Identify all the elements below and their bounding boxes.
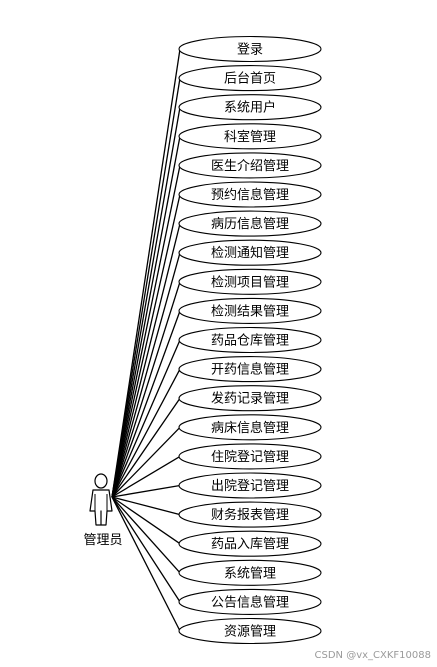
use-case: 发药记录管理 [178, 385, 322, 412]
association-line [111, 136, 181, 498]
actor-figure: 管理员 [83, 473, 123, 548]
use-case: 检测结果管理 [178, 297, 322, 324]
actor-label: 管理员 [83, 533, 122, 548]
association-line [111, 165, 181, 498]
use-case: 药品入库管理 [178, 530, 322, 557]
use-case-ellipse [178, 588, 322, 615]
association-line [111, 281, 181, 498]
use-case-label: 公告信息管理 [211, 594, 289, 610]
use-case-label: 医生介绍管理 [211, 159, 289, 174]
use-case: 资源管理 [178, 617, 322, 645]
use-case-ellipse [178, 559, 322, 586]
association-line [111, 107, 181, 498]
use-case-ellipse [178, 181, 322, 208]
use-case: 检测通知管理 [178, 239, 322, 266]
use-case-label: 财务报表管理 [211, 507, 289, 523]
use-case-label: 后台首页 [224, 72, 276, 87]
use-case: 病床信息管理 [178, 414, 322, 441]
use-case-ellipse [178, 356, 322, 383]
use-case-label: 药品仓库管理 [211, 333, 289, 349]
association-line [111, 223, 181, 498]
use-case-ellipse [178, 530, 322, 557]
use-case-ellipse [178, 326, 322, 354]
association-line [111, 496, 181, 603]
association-line [111, 496, 181, 545]
use-case-ellipse [178, 385, 322, 412]
use-case-ellipse [178, 268, 322, 295]
association-line [111, 368, 181, 498]
association-line [111, 484, 181, 498]
use-case: 开药信息管理 [178, 356, 322, 383]
use-case-label: 系统用户 [224, 100, 276, 116]
use-case-ellipse [178, 617, 322, 645]
use-case-ellipse [178, 297, 322, 324]
use-case: 后台首页 [178, 65, 322, 92]
association-line [111, 339, 181, 498]
association-line [111, 48, 181, 498]
use-case-label: 资源管理 [224, 625, 276, 640]
use-case: 检测项目管理 [178, 268, 322, 295]
use-case-ellipse [178, 210, 322, 237]
use-case-label: 检测项目管理 [211, 275, 289, 290]
use-case: 出院登记管理 [178, 472, 322, 499]
use-case-label: 科室管理 [224, 129, 276, 145]
use-case: 系统管理 [178, 559, 322, 586]
association-line [111, 252, 181, 498]
use-case-ellipse [178, 501, 322, 528]
watermark-text: CSDN @vx_CXKF10088 [314, 650, 431, 661]
association-line [111, 496, 181, 516]
use-case-ellipse [178, 35, 322, 63]
use-case-label: 发药记录管理 [211, 391, 289, 407]
association-line [111, 397, 181, 498]
use-case-label: 检测结果管理 [211, 304, 289, 319]
use-case-label: 药品入库管理 [211, 536, 289, 552]
use-case-label: 预约信息管理 [211, 187, 289, 203]
use-case-ellipse [178, 414, 322, 441]
association-line [111, 496, 181, 632]
association-line [111, 77, 181, 498]
use-case: 住院登记管理 [178, 443, 322, 470]
use-case: 病历信息管理 [178, 210, 322, 237]
use-case: 公告信息管理 [178, 588, 322, 615]
use-case-label: 系统管理 [224, 566, 276, 581]
use-case: 医生介绍管理 [178, 152, 322, 179]
use-case-ellipse [178, 472, 322, 499]
use-case-label: 开药信息管理 [211, 362, 289, 378]
use-case-ellipse [178, 443, 322, 470]
association-line [111, 426, 181, 498]
use-case-ellipse [178, 94, 322, 121]
use-case: 科室管理 [178, 123, 322, 150]
use-case-label: 登录 [237, 43, 263, 58]
association-line [111, 194, 181, 498]
use-case-label: 病床信息管理 [211, 420, 289, 436]
association-line [111, 455, 181, 498]
use-case: 系统用户 [178, 94, 322, 121]
use-case-label: 检测通知管理 [211, 245, 289, 261]
use-case-ellipse [178, 123, 322, 150]
use-case-label: 病历信息管理 [211, 216, 289, 232]
actor-head [94, 473, 108, 489]
use-case: 财务报表管理 [178, 501, 322, 528]
use-case-ellipse [178, 65, 322, 92]
use-case-ellipse [178, 239, 322, 266]
association-lines [111, 48, 181, 632]
use-case: 预约信息管理 [178, 181, 322, 208]
association-line [111, 496, 181, 574]
use-case-label: 住院登记管理 [211, 450, 289, 465]
use-case-group: 登录后台首页系统用户科室管理医生介绍管理预约信息管理病历信息管理检测通知管理检测… [178, 35, 322, 645]
use-case: 登录 [178, 35, 322, 63]
use-case-ellipse [178, 152, 322, 179]
use-case-label: 出院登记管理 [211, 479, 289, 494]
association-line [111, 310, 181, 498]
use-case: 药品仓库管理 [178, 326, 322, 354]
